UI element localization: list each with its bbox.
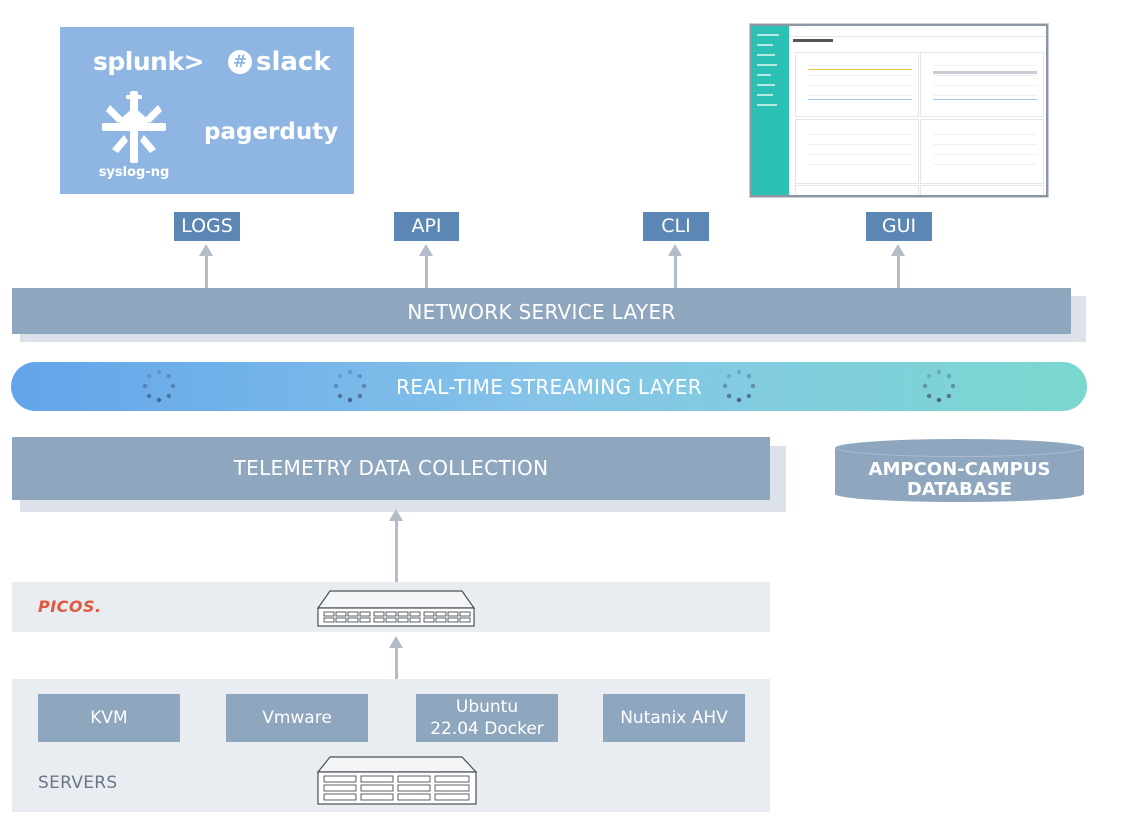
dashboard-card: [920, 185, 1044, 195]
arrow-line: [395, 647, 398, 679]
database-label-line1: AMPCON-CAMPUS: [868, 459, 1051, 480]
pagerduty-logo: pagerduty: [204, 119, 339, 145]
servers-label: SERVERS: [38, 773, 118, 793]
splunk-logo: splunk>: [93, 47, 205, 76]
syslog-ng-logo: syslog-ng: [88, 91, 180, 180]
dashboard-card: [920, 119, 1044, 184]
network-service-layer: NETWORK SERVICE LAYER: [12, 288, 1071, 334]
telemetry-dashboard-screenshot: [750, 24, 1048, 197]
arrow-line: [205, 255, 208, 288]
server-nutanix-ahv: Nutanix AHV: [603, 694, 745, 742]
dashboard-title-bar: [793, 39, 833, 42]
loading-spinner-icon: [333, 369, 367, 403]
real-time-streaming-layer: REAL-TIME STREAMING LAYER: [11, 362, 1087, 411]
dashboard-topbar: [789, 26, 1046, 37]
dashboard-card: [920, 52, 1044, 117]
database-cylinder-top: [835, 439, 1084, 457]
dashboard-card: [795, 119, 919, 184]
dashboard-card: [795, 52, 919, 117]
server-rack-icon: [316, 756, 478, 805]
arrow-line: [674, 255, 677, 288]
server-vmware: Vmware: [226, 694, 368, 742]
database-label: AMPCON-CAMPUS DATABASE: [835, 460, 1084, 500]
dashboard-sidebar: [752, 26, 789, 195]
logs-interface: LOGS: [174, 212, 240, 241]
loading-spinner-icon: [922, 369, 956, 403]
picos-logo: PICOS.: [38, 597, 102, 616]
arrow-up-icon: [419, 244, 433, 256]
loading-spinner-icon: [722, 369, 756, 403]
database-label-line2: DATABASE: [906, 479, 1013, 500]
slack-logo-text: slack: [256, 47, 331, 77]
arrow-up-icon: [668, 244, 682, 256]
arrow-up-icon: [199, 244, 213, 256]
server-ubuntu-docker: Ubuntu 22.04 Docker: [416, 694, 558, 742]
loading-spinner-icon: [142, 369, 176, 403]
server-kvm: KVM: [38, 694, 180, 742]
arrow-line: [897, 255, 900, 288]
gui-interface: GUI: [866, 212, 932, 241]
arrow-up-icon: [891, 244, 905, 256]
arrow-up-icon: [389, 509, 403, 521]
slack-hash-icon: #: [228, 50, 252, 74]
telemetry-data-collection: TELEMETRY DATA COLLECTION: [12, 437, 770, 500]
slack-logo: # slack: [228, 47, 331, 77]
syslog-ng-label: syslog-ng: [98, 165, 170, 180]
cli-interface: CLI: [643, 212, 709, 241]
network-switch-icon: [316, 590, 476, 627]
arrow-line: [395, 520, 398, 582]
arrow-up-icon: [389, 636, 403, 648]
database-cylinder-body: [835, 448, 1084, 502]
arrow-line: [425, 255, 428, 288]
api-interface: API: [394, 212, 459, 241]
syslog-ng-icon: [102, 91, 166, 163]
dashboard-card: [795, 185, 919, 195]
integrations-panel: splunk> # slack syslog-ng pagerduty: [60, 27, 354, 194]
